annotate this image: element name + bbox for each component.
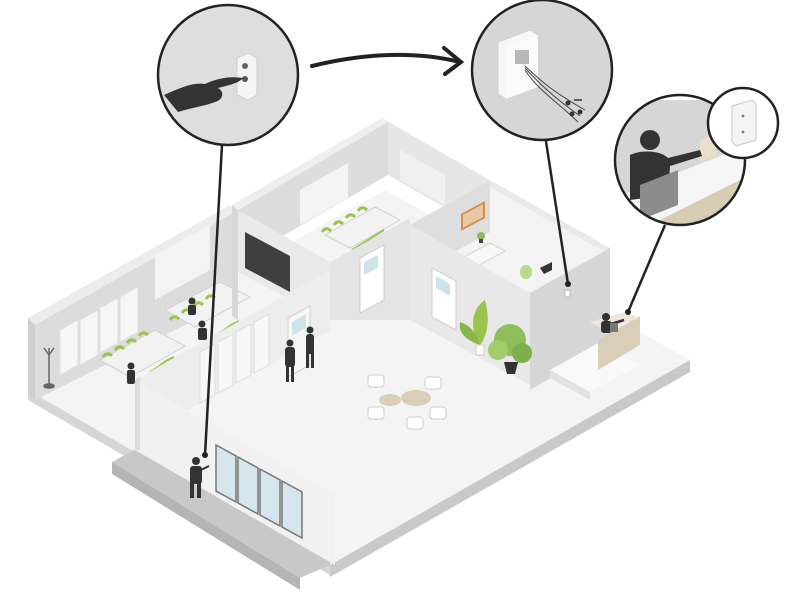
laptop-icon: [540, 262, 552, 274]
callout-wall-switch: [706, 86, 780, 160]
pinboard-icon: [461, 201, 485, 231]
walking-people: [285, 326, 314, 382]
office-chair: [520, 265, 532, 279]
monstera-plant-icon: [488, 324, 532, 374]
tv-screen-icon: [245, 232, 290, 292]
callout-doorbell-press: [156, 3, 300, 147]
connector-lines: [203, 134, 667, 456]
coffee-table: [401, 390, 431, 406]
callout-reception-unlock: [613, 93, 747, 227]
coffee-table: [379, 394, 401, 406]
visitor-at-entrance: [190, 457, 210, 498]
reception: [550, 312, 640, 400]
wall-speaker-small: [564, 289, 571, 298]
plant-icon: [459, 300, 488, 356]
receptionist: [601, 313, 625, 333]
lobby-furniture: [367, 300, 532, 430]
flow-arrow-icon: [310, 46, 465, 76]
corridor-wall: [135, 218, 410, 440]
door-station-icon: [236, 52, 258, 101]
conference-room-left: [28, 205, 252, 400]
wall-switch-icon: [731, 99, 757, 147]
speaker-with-music-notes-icon: [497, 29, 586, 123]
callout-chime-speaker: [470, 0, 614, 142]
seated-people: [127, 297, 207, 384]
coat-rack-icon: [43, 347, 55, 389]
glass-doors: [215, 443, 303, 540]
front-facade: [135, 376, 335, 565]
hand-pressing-doorbell-icon: [164, 77, 243, 112]
